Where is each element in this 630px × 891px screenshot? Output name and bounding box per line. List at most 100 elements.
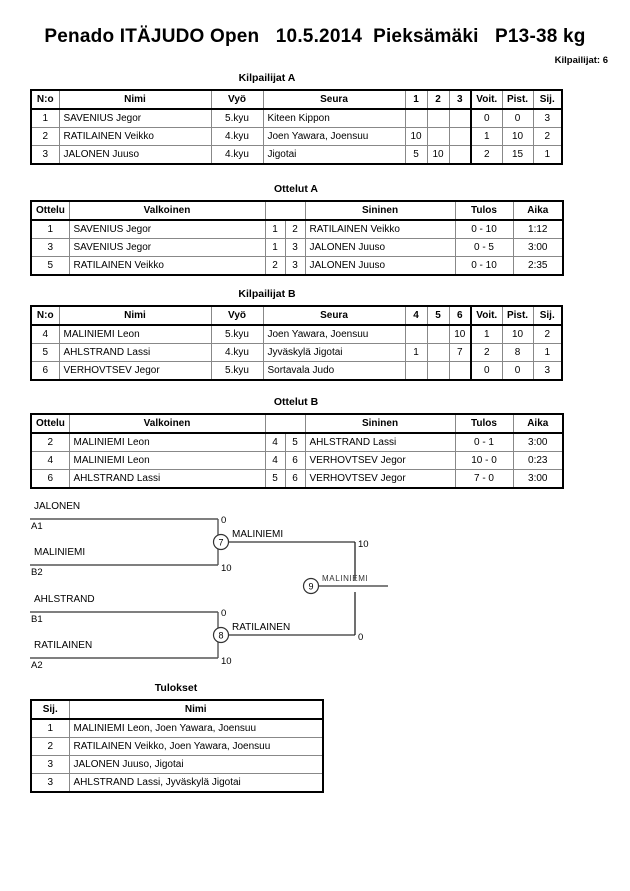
bracket-sf2-top-score: 0 [221,608,226,619]
cell-rank: 1 [532,343,563,362]
col-points: Pist. [501,89,534,110]
cell-blue-no: 2 [284,219,306,239]
table-header-row: Ottelu Valkoinen Sininen Tulos Aika [30,413,564,434]
cell-name: JALONEN Juuso, Jigotai [68,755,324,774]
cell-m3 [448,108,472,128]
cell-belt: 4.kyu [210,343,264,362]
table-row: 3 JALONEN Juuso 4.kyu Jigotai 5 10 2 15 … [30,145,563,165]
bracket-sf2-top-seed: B1 [31,614,43,625]
cell-m3 [448,127,472,146]
table-header-row: N:o Nimi Vyö Seura 1 2 3 Voit. Pist. Sij… [30,89,563,110]
cell-name: RATILAINEN Veikko [58,127,212,146]
cell-m2 [426,127,450,146]
cell-name: MALINIEMI Leon [58,324,212,344]
col-match: Ottelu [30,413,70,434]
cell-points: 0 [501,361,534,381]
cell-points: 15 [501,145,534,165]
cell-wins: 1 [470,127,503,146]
cell-club: Joen Yawara, Joensuu [262,127,406,146]
cell-rank: 2 [532,127,563,146]
cell-m2 [426,361,450,381]
cell-white-no: 2 [264,256,286,276]
cell-rank: 2 [532,324,563,344]
bracket-sf1-winner-score: 10 [358,539,369,550]
col-blue: Sininen [304,200,456,221]
table-row: 6 AHLSTRAND Lassi 5 6 VERHOVTSEV Jegor 7… [30,469,564,489]
cell-blue-no: 6 [284,451,306,470]
col-blue-no [285,200,305,221]
bracket-node-7-number: 7 [218,538,223,548]
cell-belt: 4.kyu [210,127,264,146]
page-title: Penado ITÄJUDO Open 10.5.2014 Pieksämäki… [44,26,586,47]
cell-m1: 1 [404,343,428,362]
cell-blue: VERHOVTSEV Jegor [304,451,456,470]
cell-m2 [426,108,450,128]
col-club: Seura [262,305,406,326]
bracket-sf1-top-score: 0 [221,515,226,526]
cell-white: RATILAINEN Veikko [68,256,266,276]
pool-a-table: N:o Nimi Vyö Seura 1 2 3 Voit. Pist. Sij… [30,89,563,165]
table-header-row: N:o Nimi Vyö Seura 4 5 6 Voit. Pist. Sij… [30,305,563,326]
cell-belt: 5.kyu [210,361,264,381]
cell-club: Jyväskylä Jigotai [262,343,406,362]
cell-name: SAVENIUS Jegor [58,108,212,128]
col-name: Nimi [58,305,212,326]
cell-blue: JALONEN Juuso [304,238,456,257]
bracket-node-8 [212,626,230,644]
cell-m3: 10 [448,324,472,344]
col-white-no [265,200,285,221]
cell-white: AHLSTRAND Lassi [68,469,266,489]
cell-wins: 2 [470,145,503,165]
cell-white-no: 5 [264,469,286,489]
col-wins: Voit. [470,89,503,110]
cell-blue-no: 5 [284,432,306,452]
table-row: 2 RATILAINEN Veikko 4.kyu Joen Yawara, J… [30,127,563,146]
cell-blue-no: 6 [284,469,306,489]
cell-name: JALONEN Juuso [58,145,212,165]
table-header-row: Sij. Nimi [30,699,324,720]
cell-no: 6 [30,361,60,381]
col-wins: Voit. [470,305,503,326]
col-result: Tulos [454,200,514,221]
cell-result: 0 - 5 [454,238,514,257]
cell-result: 0 - 1 [454,432,514,452]
cell-wins: 0 [470,108,503,128]
bracket-sf2-bottom-seed: A2 [31,660,43,671]
cell-name: RATILAINEN Veikko, Joen Yawara, Joensuu [68,737,324,756]
bracket-sf1-bottom-score: 10 [221,563,232,574]
table-row: 5 RATILAINEN Veikko 2 3 JALONEN Juuso 0 … [30,256,564,276]
cell-white-no: 4 [264,451,286,470]
col-match: Ottelu [30,200,70,221]
elimination-bracket: 7 8 9 JALONEN A1 0 MALINIEMI B2 10 MALIN… [0,495,630,680]
cell-white: MALINIEMI Leon [68,451,266,470]
cell-wins: 0 [470,361,503,381]
col-time: Aika [512,413,564,434]
table-row: 3 SAVENIUS Jegor 1 3 JALONEN Juuso 0 - 5… [30,238,564,257]
col-no: N:o [30,89,60,110]
bracket-sf2-top-name: AHLSTRAND [34,594,95,605]
cell-match: 2 [30,432,70,452]
cell-time: 3:00 [512,469,564,489]
col-white: Valkoinen [68,413,266,434]
cell-club: Kiteen Kippon [262,108,406,128]
col-white-no [265,413,285,434]
cell-blue-no: 3 [284,256,306,276]
bracket-sf2-bottom-name: RATILAINEN [34,640,92,651]
cell-m1 [404,324,428,344]
col-blue-no [285,413,305,434]
competitor-count-label: Kilpailijat: 6 [554,55,608,66]
cell-m1: 10 [404,127,428,146]
table-row: 4 MALINIEMI Leon 4 6 VERHOVTSEV Jegor 10… [30,451,564,470]
table-row: 2 MALINIEMI Leon 4 5 AHLSTRAND Lassi 0 -… [30,432,564,452]
col-m3: 6 [448,305,472,326]
col-points: Pist. [501,305,534,326]
pool-a-caption: Kilpailijat A [238,72,296,84]
cell-result: 10 - 0 [454,451,514,470]
cell-match: 1 [30,219,70,239]
cell-blue-no: 3 [284,238,306,257]
col-no: N:o [30,305,60,326]
cell-belt: 5.kyu [210,108,264,128]
cell-blue: RATILAINEN Veikko [304,219,456,239]
matches-b-table: Ottelu Valkoinen Sininen Tulos Aika 2 MA… [30,413,564,489]
table-row: 1 SAVENIUS Jegor 1 2 RATILAINEN Veikko 0… [30,219,564,239]
